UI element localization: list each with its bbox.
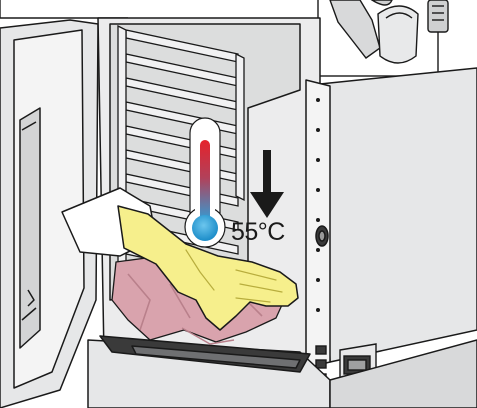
top-frame-edge bbox=[0, 0, 128, 18]
rack-rail-upright bbox=[118, 26, 126, 300]
thermometer-icon bbox=[185, 118, 225, 247]
cabinet-side-panel bbox=[306, 68, 477, 366]
temperature-label: 55°C bbox=[231, 220, 285, 245]
accessory-inset bbox=[318, 0, 477, 76]
rack-rail-upright bbox=[236, 54, 244, 200]
